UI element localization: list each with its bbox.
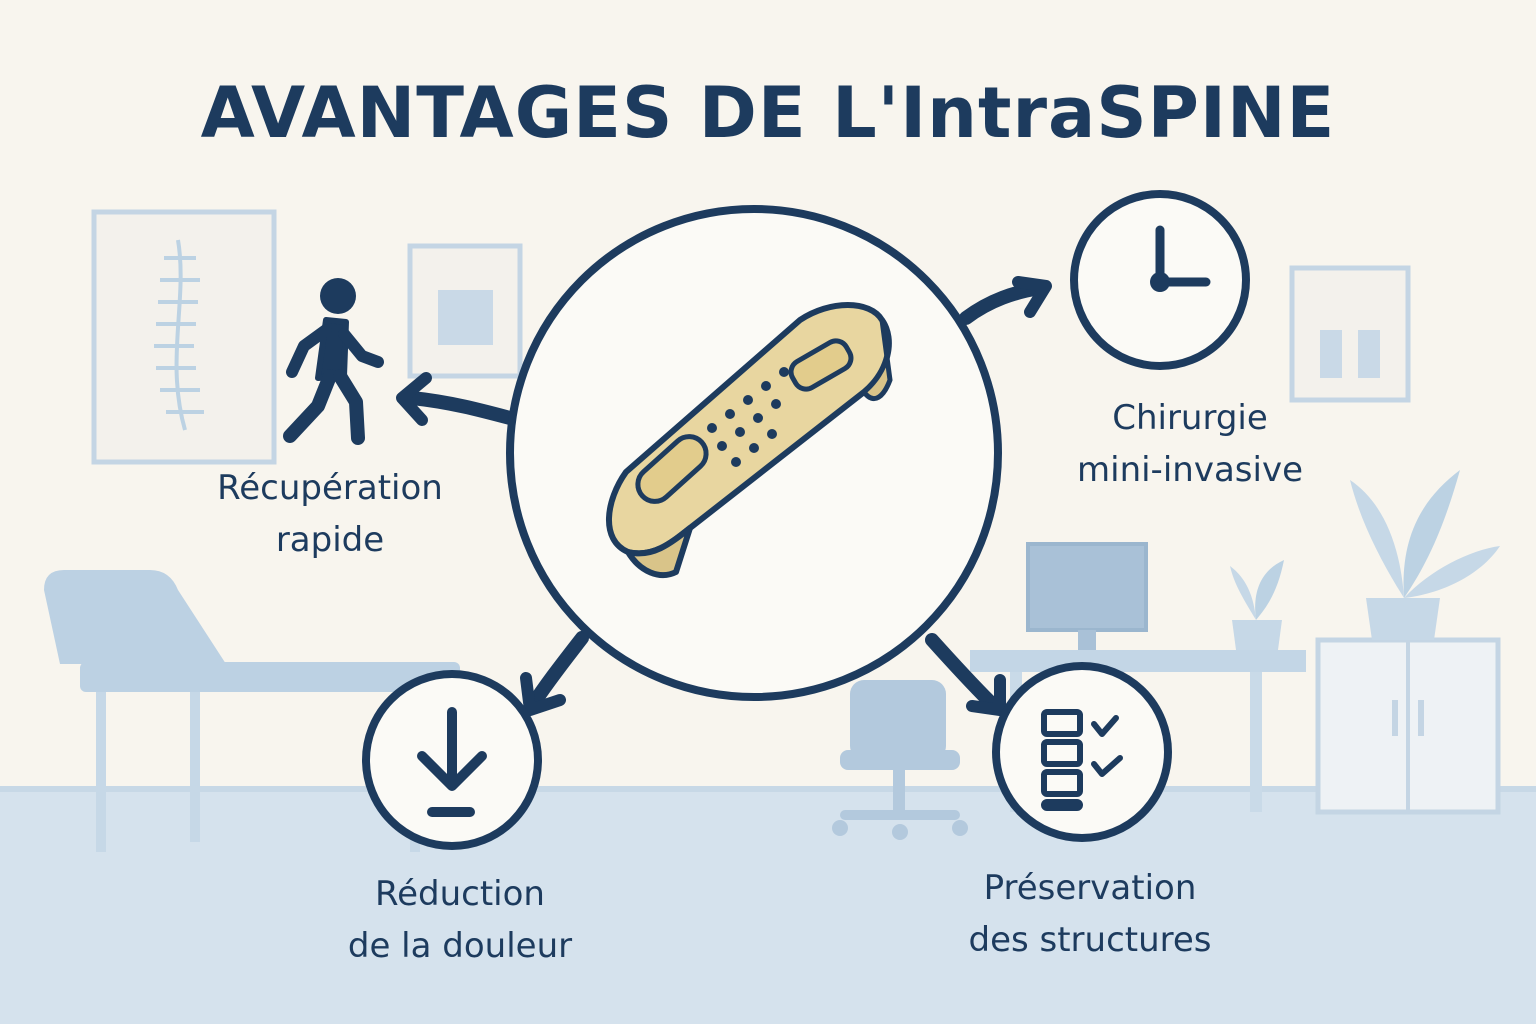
exam-table (44, 570, 460, 852)
label-recuperation: Récupération rapide (170, 462, 490, 566)
label-chirurgie: Chirurgie mini-invasive (1020, 392, 1360, 496)
label-preservation: Préservation des structures (900, 862, 1280, 966)
office-chair (832, 680, 968, 840)
wall-frame (407, 243, 523, 379)
plant-small (1230, 560, 1284, 650)
label-chirurgie-line2: mini-invasive (1077, 450, 1303, 490)
spine-checklist-icon (992, 662, 1172, 842)
arrow-down-icon (362, 670, 542, 850)
walking-person-icon (283, 278, 384, 445)
clock-icon (1070, 190, 1250, 370)
room-background (0, 209, 1536, 1024)
arrow-to-reduction (525, 631, 589, 713)
cabinet (1315, 637, 1501, 815)
label-chirurgie-line1: Chirurgie (1112, 398, 1268, 438)
page-title: AVANTAGES DE L'IntraSPINE (200, 72, 1336, 154)
intraspine-implant-icon (506, 205, 1002, 701)
label-reduction-line1: Réduction (375, 874, 545, 914)
arrow-to-recuperation (405, 391, 517, 425)
arrow-heads (396, 276, 1052, 716)
label-recuperation-line1: Récupération (217, 468, 443, 508)
plant-large (1350, 470, 1500, 640)
label-preservation-line2: des structures (968, 920, 1212, 960)
label-recuperation-line2: rapide (275, 520, 385, 560)
label-reduction-line2: de la douleur (347, 926, 573, 966)
wall-frame-right (1289, 265, 1411, 403)
label-preservation-line1: Préservation (983, 868, 1197, 908)
arrow-to-preservation (925, 633, 997, 709)
spine-poster (91, 209, 277, 465)
label-reduction: Réduction de la douleur (270, 868, 650, 972)
